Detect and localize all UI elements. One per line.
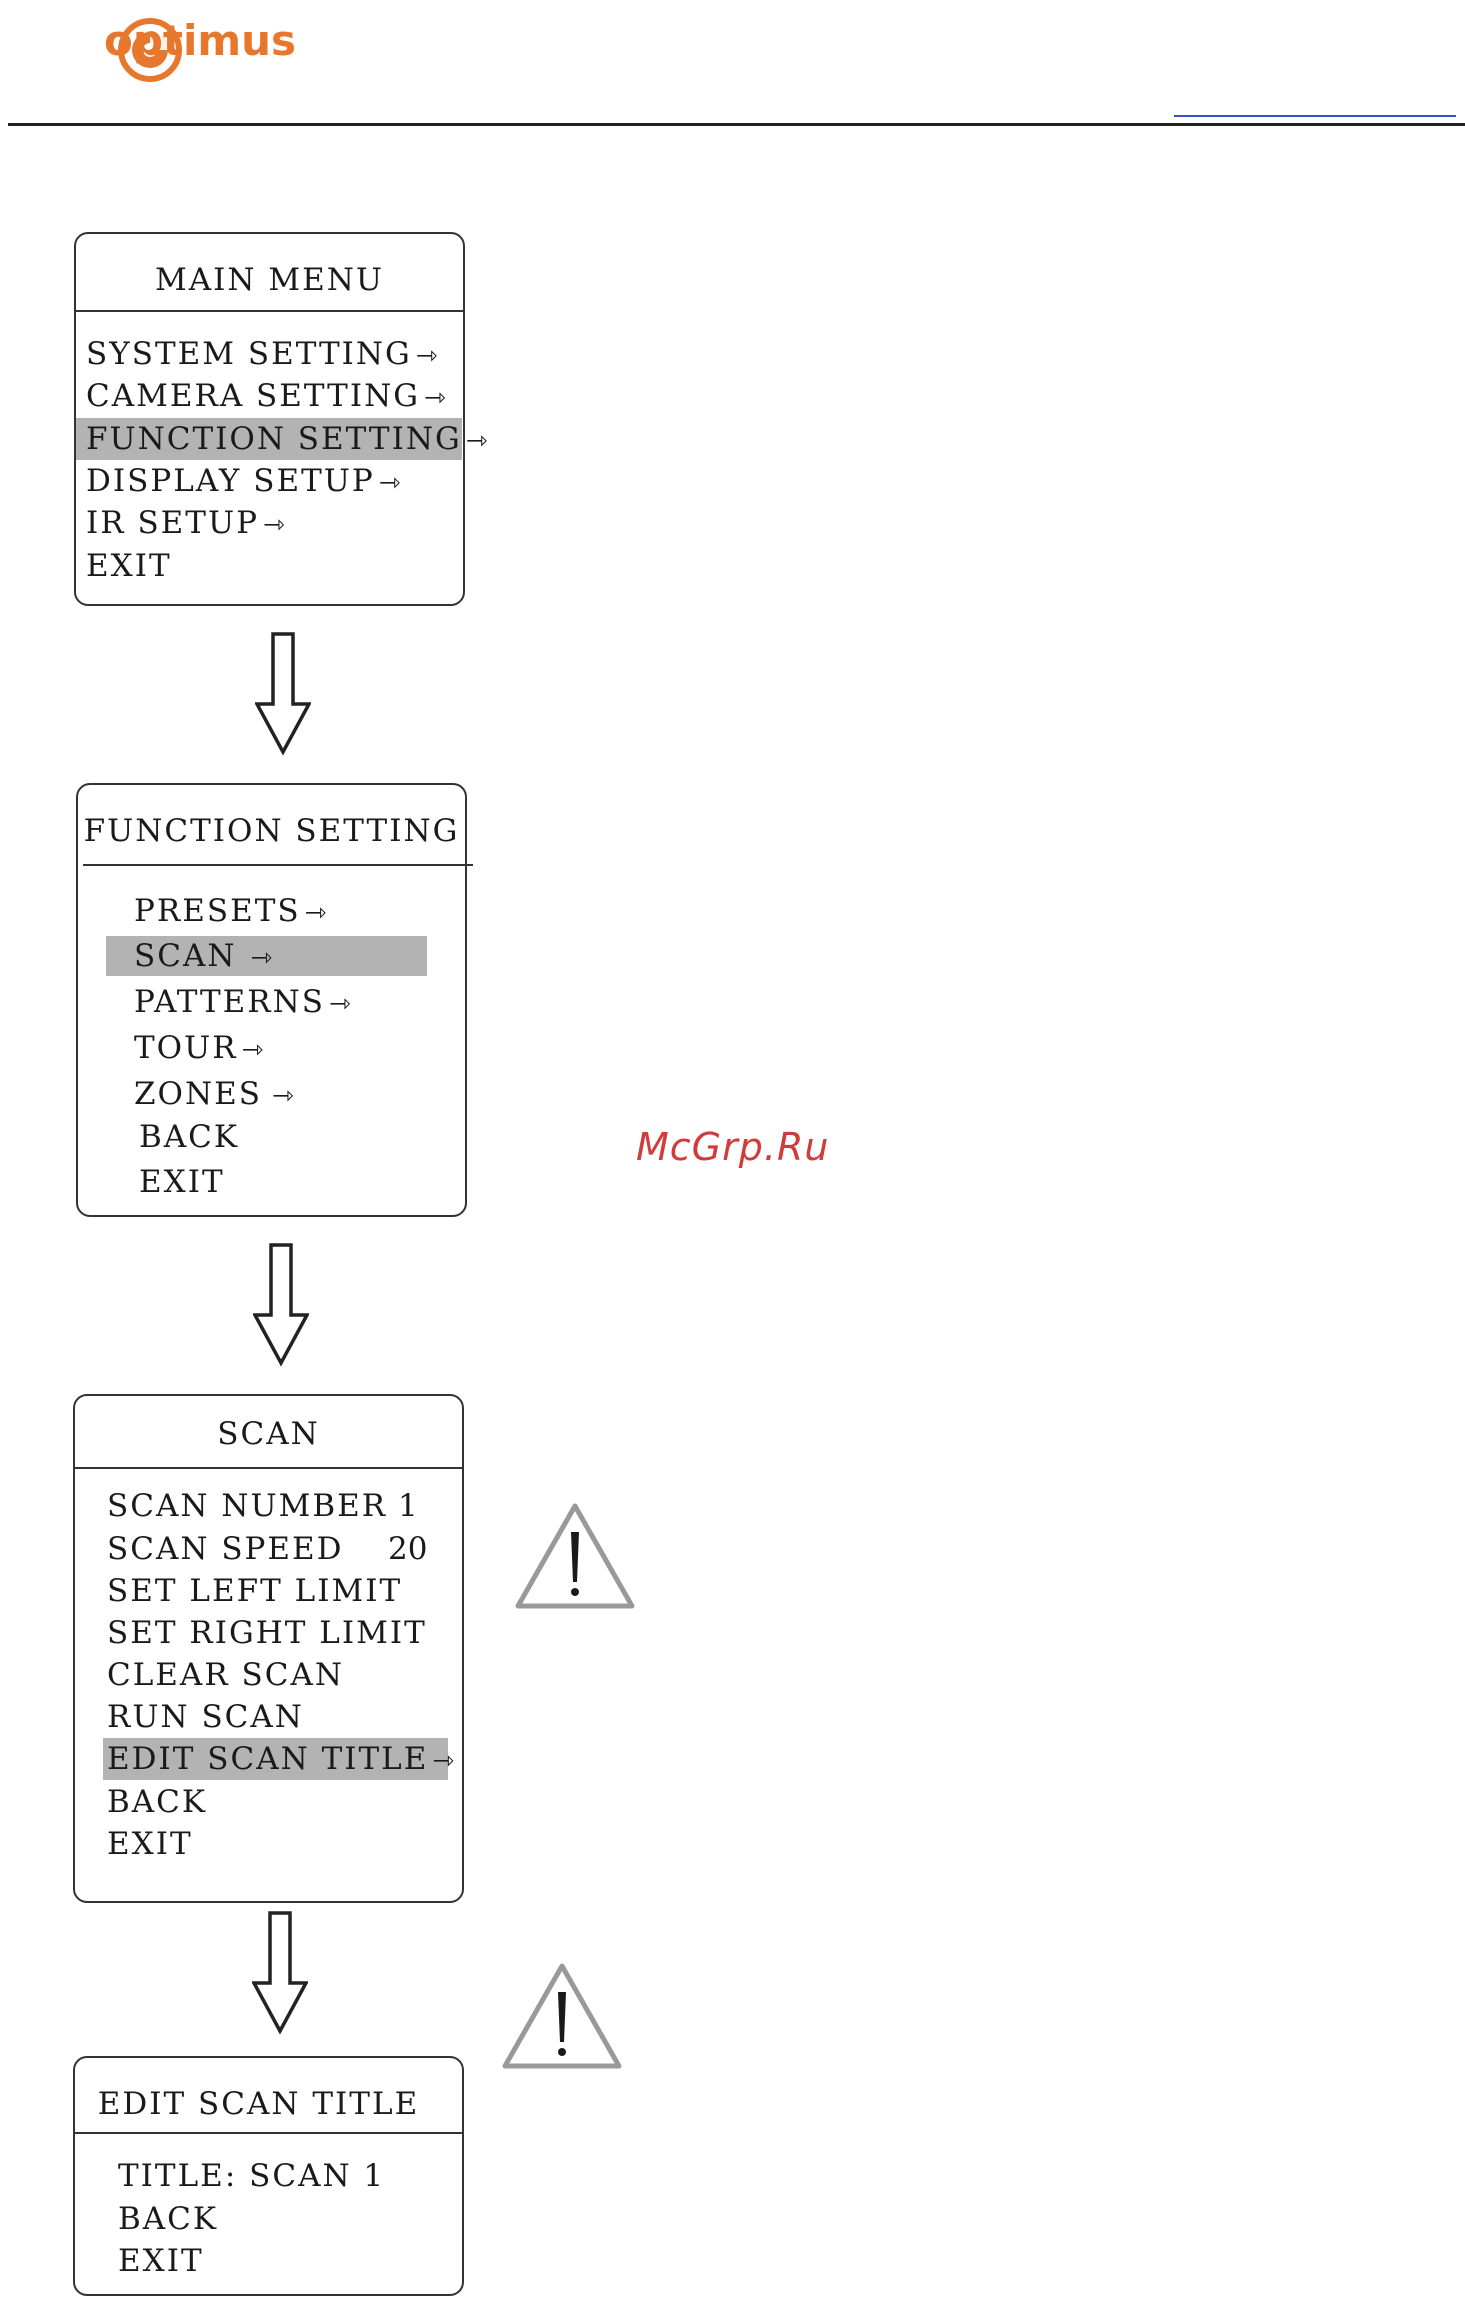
down-hollow-arrow-icon xyxy=(252,1911,308,2035)
right-arrow-icon: ⇾ xyxy=(432,1746,457,1776)
right-arrow-icon: ⇾ xyxy=(378,468,403,498)
scan-item-run-scan[interactable]: RUN SCAN xyxy=(107,1699,304,1735)
function-setting-item-exit[interactable]: EXIT xyxy=(139,1164,225,1200)
function-setting-item-zones[interactable]: ZONES⇾ xyxy=(134,1076,296,1112)
scan-item-scan-speed[interactable]: SCAN SPEED xyxy=(107,1531,344,1567)
function-setting-title: FUNCTION SETTING xyxy=(83,813,460,849)
scan-item-back[interactable]: BACK xyxy=(107,1784,208,1820)
main-menu-item-system-setting[interactable]: SYSTEM SETTING⇾ xyxy=(86,336,440,372)
right-arrow-icon: ⇾ xyxy=(424,383,448,413)
right-arrow-icon: ⇾ xyxy=(304,898,329,928)
scan-item-exit[interactable]: EXIT xyxy=(107,1826,193,1862)
main-menu-item-display-setup[interactable]: DISPLAY SETUP⇾ xyxy=(86,463,403,499)
edit-scan-title-heading: EDIT SCAN TITLE xyxy=(97,2086,420,2122)
down-hollow-arrow-icon xyxy=(255,632,311,756)
edit-scan-title-item-exit[interactable]: EXIT xyxy=(118,2243,204,2279)
brand-logo xyxy=(118,18,182,82)
scan-divider xyxy=(75,1467,462,1469)
function-setting-item-patterns[interactable]: PATTERNS⇾ xyxy=(134,984,353,1020)
right-arrow-icon: ⇾ xyxy=(415,341,440,371)
function-setting-item-tour[interactable]: TOUR⇾ xyxy=(134,1030,266,1066)
edit-scan-title-item-title[interactable]: TITLE: SCAN 1 xyxy=(118,2158,386,2194)
main-menu-box: MAIN MENU SYSTEM SETTING⇾ CAMERA SETTING… xyxy=(74,232,488,606)
warning-triangle-icon xyxy=(502,1963,622,2069)
main-menu-title: MAIN MENU xyxy=(155,262,384,298)
main-menu-item-exit[interactable]: EXIT xyxy=(86,548,172,584)
function-setting-box: FUNCTION SETTING PRESETS⇾ SCAN⇾ PATTERNS… xyxy=(76,783,473,1217)
function-setting-divider xyxy=(83,864,473,866)
watermark-text: McGrp.Ru xyxy=(636,1125,830,1169)
edit-scan-title-box: EDIT SCAN TITLE TITLE: SCAN 1 BACK EXIT xyxy=(73,2056,464,2296)
function-setting-item-back[interactable]: BACK xyxy=(139,1119,240,1155)
right-arrow-icon: ⇾ xyxy=(465,426,490,456)
edit-scan-title-item-back[interactable]: BACK xyxy=(118,2201,219,2237)
function-setting-highlight xyxy=(106,936,427,976)
header-link-underline xyxy=(1174,115,1456,117)
warning-triangle-icon xyxy=(515,1503,635,1609)
function-setting-item-scan[interactable]: SCAN⇾ xyxy=(134,938,275,974)
scan-speed-value: 20 xyxy=(388,1531,428,1567)
main-menu-divider xyxy=(76,310,463,312)
right-arrow-icon: ⇾ xyxy=(271,1081,296,1111)
header-divider xyxy=(8,123,1465,126)
main-menu-item-camera-setting[interactable]: CAMERA SETTING⇾ xyxy=(86,378,448,414)
scan-box: SCAN SCAN NUMBER 1 SCAN SPEED 20 SET LEF… xyxy=(73,1394,464,1903)
right-arrow-icon: ⇾ xyxy=(250,943,275,973)
function-setting-item-presets[interactable]: PRESETS⇾ xyxy=(134,893,329,929)
scan-title: SCAN xyxy=(217,1416,320,1452)
scan-item-edit-scan-title[interactable]: EDIT SCAN TITLE⇾ xyxy=(107,1741,457,1777)
scan-item-set-left-limit[interactable]: SET LEFT LIMIT xyxy=(107,1573,403,1609)
main-menu-highlight xyxy=(76,418,462,460)
main-menu-item-function-setting[interactable]: FUNCTION SETTING⇾ xyxy=(86,421,490,457)
right-arrow-icon: ⇾ xyxy=(241,1035,266,1065)
down-hollow-arrow-icon xyxy=(253,1243,309,1367)
scan-number-value: 1 xyxy=(398,1488,418,1524)
main-menu-item-ir-setup[interactable]: IR SETUP⇾ xyxy=(86,505,287,541)
right-arrow-icon: ⇾ xyxy=(328,989,353,1019)
brand-name: optimus xyxy=(104,16,297,65)
scan-item-scan-number[interactable]: SCAN NUMBER xyxy=(107,1488,388,1524)
scan-item-clear-scan[interactable]: CLEAR SCAN xyxy=(107,1657,344,1693)
scan-item-set-right-limit[interactable]: SET RIGHT LIMIT xyxy=(107,1615,427,1651)
right-arrow-icon: ⇾ xyxy=(262,510,287,540)
edit-scan-title-divider xyxy=(75,2132,462,2134)
scan-highlight xyxy=(103,1738,448,1780)
